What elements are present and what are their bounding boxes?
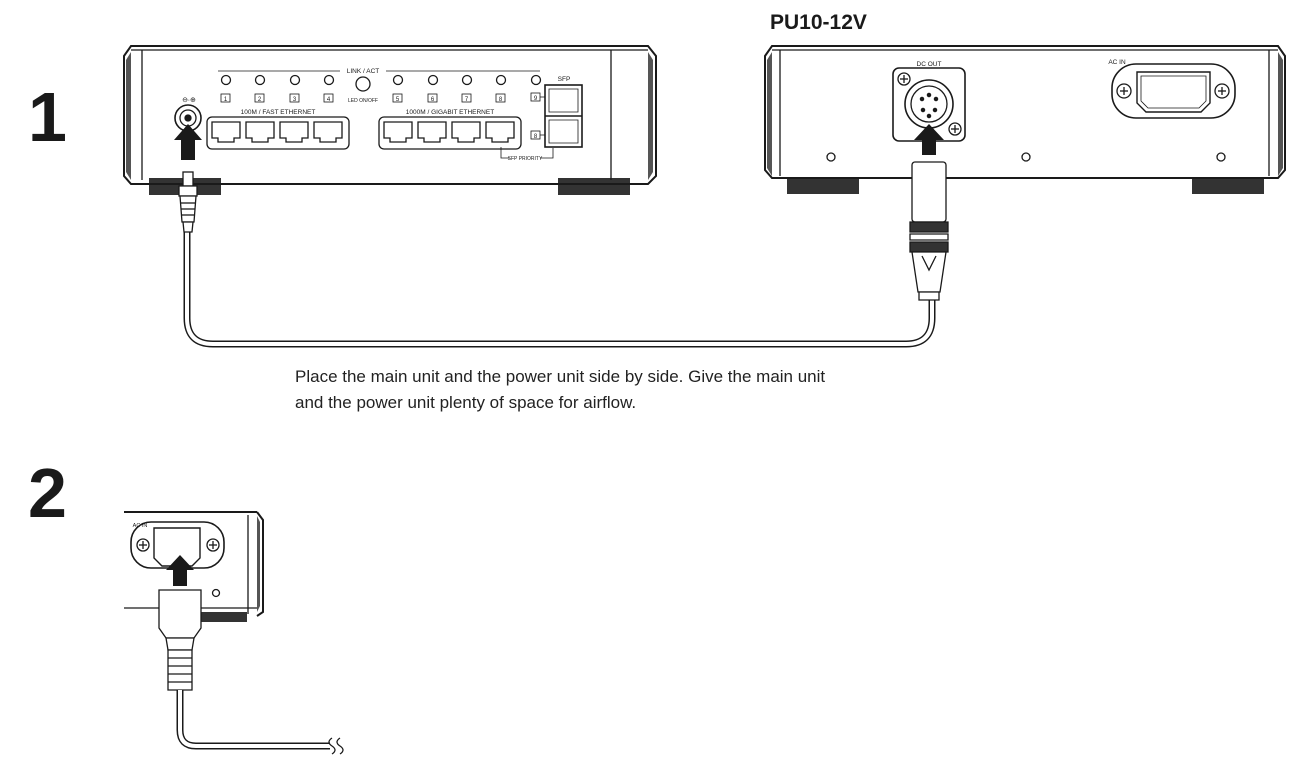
dc-polarity-symbol: ⊖∙⊕ [182,97,196,104]
port-number-1: 1 [224,97,228,103]
step-number-2: 2 [28,454,67,532]
step-number-1: 1 [28,78,67,156]
dc-barrel-plug-icon [178,171,198,233]
sfp-label: SFP [558,76,571,83]
main-unit-rear-panel [123,45,657,195]
dc-cable [183,232,936,348]
sfp-port-number-8: 8 [534,134,538,140]
link-act-label: LINK / ACT [347,68,380,75]
sfp-priority-label: SFP PRIORITY [508,156,543,162]
port-number-3: 3 [293,97,297,103]
fast-ethernet-label: 100M / FAST ETHERNET [241,109,316,116]
cable-break-icon [328,737,344,755]
ac-in-label-detail: AC IN [133,523,148,529]
port-number-5: 5 [396,97,400,103]
up-arrow-icon [914,124,944,155]
ac-in-label: AC IN [1108,59,1126,66]
step-1-caption: Place the main unit and the power unit s… [295,367,826,412]
gigabit-ethernet-label: 1000M / GIGABIT ETHERNET [406,109,494,116]
iec-power-plug-icon [158,589,202,691]
port-number-7: 7 [465,97,469,103]
dc-out-label: DC OUT [917,61,942,68]
up-arrow-icon [166,555,194,586]
up-arrow-icon [174,124,202,160]
port-number-6: 6 [431,97,435,103]
port-number-2: 2 [258,97,262,103]
port-number-4: 4 [327,97,331,103]
xlr-plug-icon [909,161,949,301]
port-number-8: 8 [499,97,503,103]
power-unit-model-title: PU10-12V [770,11,867,34]
led-switch-label: LED ON/OFF [348,98,378,104]
ac-power-cable [176,690,330,750]
power-unit-rear-panel [764,45,1286,194]
port-number-9: 9 [534,96,538,102]
